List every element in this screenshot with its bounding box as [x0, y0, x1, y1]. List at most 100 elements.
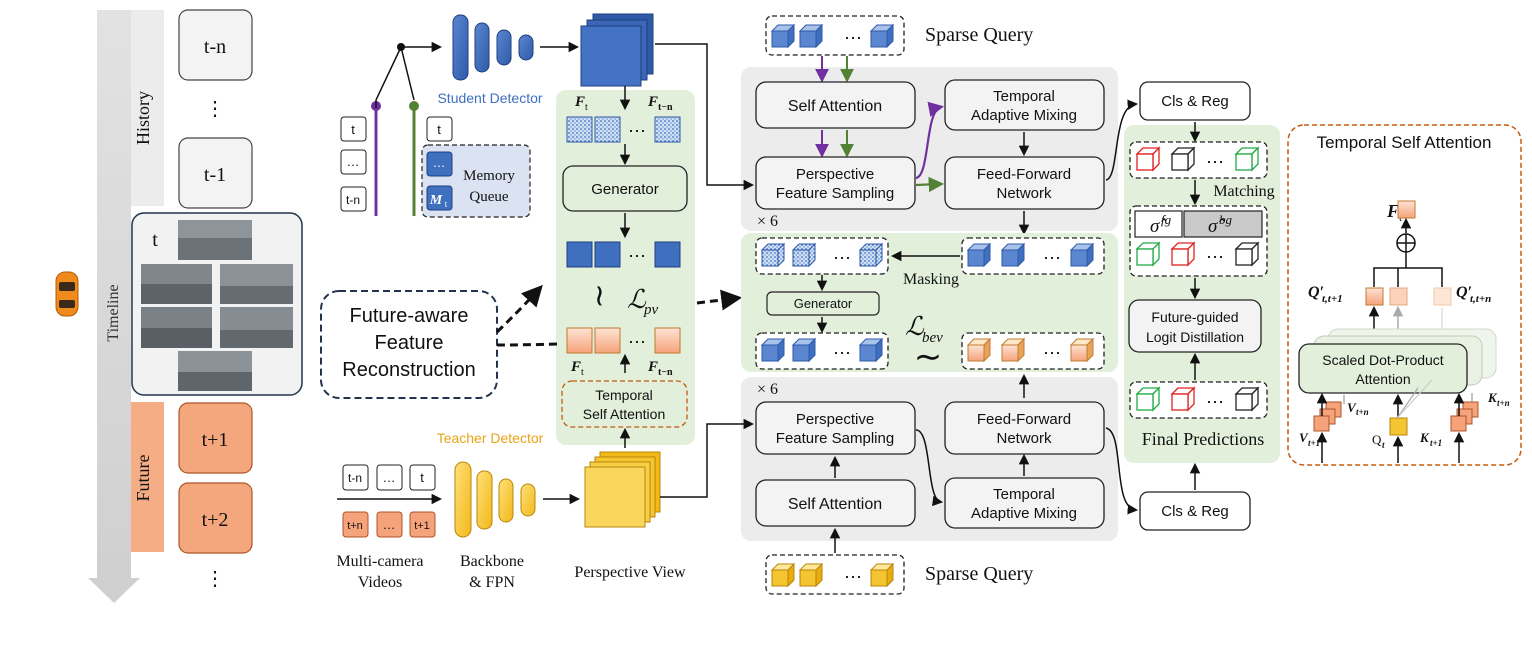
reconstructed-feature — [566, 241, 593, 268]
student-frame-label: t — [351, 122, 355, 137]
frame-label-history-1: t-1 — [204, 164, 226, 186]
f-t-label: F — [570, 359, 581, 375]
current-frame-panel — [131, 212, 303, 396]
frame-label-history-0: t-n — [204, 36, 226, 58]
loss-bev: ℒ — [905, 312, 925, 341]
camera-images — [141, 220, 293, 391]
sparse-query-label-top: Sparse Query — [925, 24, 1033, 46]
temporal-self-attention-box — [561, 380, 688, 428]
student-current-frame-label: t — [437, 122, 441, 137]
self-attention-label: Self Attention — [788, 98, 882, 115]
dots: ⋯ — [628, 332, 646, 352]
f-t-sub: t — [581, 367, 584, 378]
sdpa-line1: Scaled Dot-Product — [1322, 352, 1444, 368]
q-t-sub: t — [1382, 440, 1385, 450]
teacher-future-frame-label: t+1 — [414, 520, 430, 532]
dots: ⋯ — [833, 343, 851, 363]
tsa-panel-title: Temporal Self Attention — [1317, 133, 1492, 152]
q-t-feature — [1389, 417, 1408, 436]
frame-box-history-0 — [178, 9, 253, 81]
far-line1: Future-aware — [350, 305, 469, 327]
pfs-line2: Feature Sampling — [776, 430, 894, 447]
reconstructed-feature — [654, 241, 681, 268]
self-attention-label: Self Attention — [788, 496, 882, 513]
timeline: Timeline History t-n ⋮ t-1 t — [55, 9, 303, 603]
dots: ⋯ — [1043, 343, 1061, 363]
current-frame-label: t — [152, 229, 158, 251]
bev-generator — [766, 291, 880, 316]
perspective-view-label: Perspective View — [574, 564, 686, 581]
f-tn-sub: t−n — [658, 367, 673, 378]
future-label: Future — [133, 454, 153, 501]
future-band — [131, 402, 164, 552]
fld-line1: Future-guided — [1151, 309, 1238, 325]
teacher-future-frame-box — [342, 511, 369, 538]
tsa-label-line2: Self Attention — [583, 406, 666, 422]
student-detector-label: Student Detector — [437, 90, 542, 106]
f-tn-label: F — [647, 94, 658, 110]
tam-line2: Adaptive Mixing — [971, 505, 1077, 522]
k-t1: K — [1419, 430, 1430, 445]
future-ellipsis: ⋮ — [205, 568, 225, 590]
teacher-feature — [594, 327, 621, 354]
dots: ⋯ — [833, 248, 851, 268]
memory-m-sub: t — [445, 199, 448, 209]
loss-pv-sub: pv — [643, 302, 659, 318]
sigma-fg-box — [1134, 210, 1183, 238]
q-left: Q′ — [1308, 284, 1324, 301]
v-tn-sub: t+n — [1356, 407, 1369, 417]
masking-label: Masking — [903, 271, 959, 288]
teacher-future-frame-label: … — [383, 517, 396, 532]
teacher-detector-label: Teacher Detector — [437, 430, 544, 446]
cls-reg-label: Cls & Reg — [1161, 93, 1229, 110]
perspective-feature-sampling-top — [755, 156, 916, 210]
k-tn-sub: t+n — [1497, 398, 1510, 408]
memory-slot — [426, 185, 453, 211]
q-left-sub: t,t+1 — [1322, 293, 1343, 305]
student-input: t … t-n t … M t Memory Queue — [340, 41, 531, 218]
history-band — [131, 10, 164, 206]
student-frame-box — [340, 186, 367, 212]
v-feature — [1313, 415, 1330, 432]
tsa-output-feature — [1397, 200, 1416, 219]
pv-generator-label: Generator — [591, 181, 659, 198]
teacher-frame-label: … — [383, 470, 396, 485]
ffn-line1: Feed-Forward — [977, 166, 1071, 183]
tam-line1: Temporal — [993, 88, 1055, 105]
temporal-adaptive-mixing-top — [944, 79, 1105, 131]
feed-forward-network-bottom — [944, 401, 1105, 455]
fld-line2: Logit Distillation — [1146, 329, 1244, 345]
backbone-label-line2: & FPN — [469, 574, 515, 591]
far-line2: Feature — [375, 332, 444, 354]
dots: ⋯ — [1206, 247, 1224, 267]
sdpa-line2: Attention — [1355, 371, 1410, 387]
masked-feature — [566, 116, 593, 143]
pfs-line1: Perspective — [796, 166, 874, 183]
ffn-line2: Network — [996, 430, 1052, 447]
loss-pv: ℒ — [627, 285, 647, 314]
repeat-count-bottom: × 6 — [757, 381, 778, 398]
tsa-f-t: F — [1386, 201, 1399, 221]
sigma-bg-box — [1183, 210, 1263, 238]
matching-label: Matching — [1213, 183, 1274, 200]
f-tn-label: F — [647, 359, 658, 375]
dots: ⋯ — [844, 567, 862, 587]
memory-m: M — [429, 193, 443, 208]
dots: ⋯ — [1206, 152, 1224, 172]
teacher-feature-map — [584, 466, 646, 528]
student-frame-box — [340, 149, 367, 175]
k-tn: K — [1487, 390, 1498, 405]
student-frame-label: t-n — [346, 193, 360, 207]
feed-forward-network-top — [944, 156, 1105, 210]
f-t-label: F — [574, 94, 585, 110]
sigma-fg-sup: fg — [1161, 212, 1172, 227]
bev-generator-label: Generator — [794, 296, 853, 311]
ffn-line2: Network — [996, 185, 1052, 202]
cls-reg-top — [1139, 81, 1251, 121]
teacher-sparse-query: ⋯ Sparse Query — [765, 554, 1033, 595]
temporal-adaptive-mixing-bottom — [944, 477, 1105, 529]
teacher-frame-label: t-n — [348, 471, 362, 485]
timeline-label: Timeline — [105, 284, 122, 341]
tam-line2: Adaptive Mixing — [971, 107, 1077, 124]
teacher-feature — [654, 327, 681, 354]
